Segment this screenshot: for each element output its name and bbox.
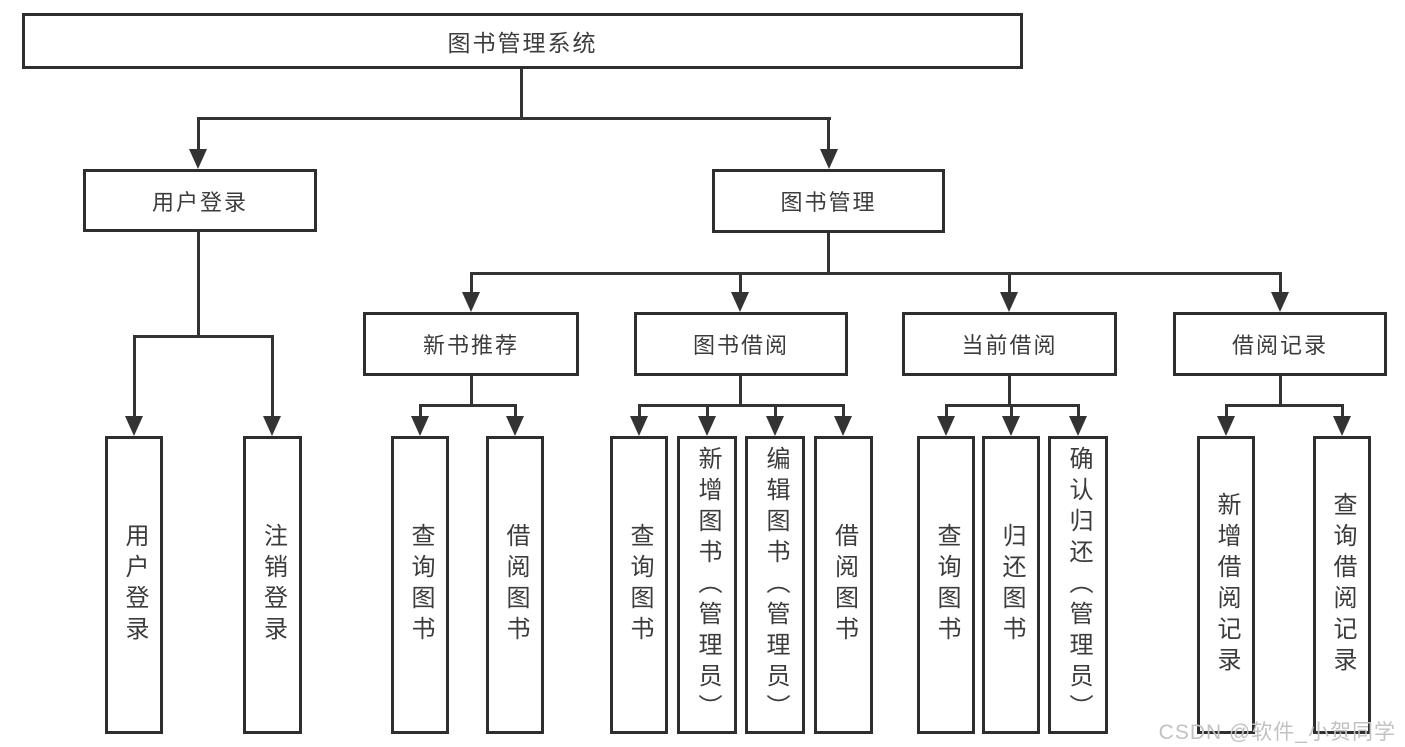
leaf-label: 注销登录 bbox=[259, 523, 287, 647]
node-book-borrowing: 图书借阅 bbox=[634, 312, 848, 376]
watermark: CSDN @软件_小贺同学 bbox=[1158, 721, 1396, 744]
leaf-label: 编辑图书（管理员） bbox=[762, 445, 789, 725]
leaf-label: 借阅图书 bbox=[502, 523, 529, 647]
arrowhead-down-icon bbox=[1333, 416, 1351, 436]
connector-drop bbox=[945, 404, 948, 418]
leaf-query-borrow-record: 查询借阅记录 bbox=[1313, 436, 1371, 734]
connector-drop bbox=[514, 404, 517, 418]
arrowhead-down-icon bbox=[834, 416, 852, 436]
leaf-label: 新增借阅记录 bbox=[1213, 492, 1240, 678]
leaf-label: 查询图书 bbox=[626, 523, 653, 647]
arrowhead-down-icon bbox=[125, 416, 143, 436]
leaf-logout: 注销登录 bbox=[243, 436, 302, 734]
arrowhead-down-icon bbox=[462, 292, 480, 312]
node-user-login: 用户登录 bbox=[83, 169, 317, 232]
connector-drop bbox=[419, 404, 422, 418]
connector-rail bbox=[419, 404, 517, 407]
leaf-label: 归还图书 bbox=[998, 523, 1025, 647]
connector-rail bbox=[470, 272, 1281, 275]
connector-drop bbox=[197, 117, 200, 151]
node-new-book-recommend: 新书推荐 bbox=[363, 312, 579, 376]
leaf-user-login: 用户登录 bbox=[105, 436, 163, 734]
leaf-edit-book-admin: 编辑图书（管理员） bbox=[745, 436, 805, 734]
connector-rail bbox=[197, 117, 831, 120]
leaf-label: 查询借阅记录 bbox=[1329, 492, 1356, 678]
connector-drop bbox=[1077, 404, 1080, 418]
arrowhead-down-icon bbox=[189, 149, 207, 169]
connector-drop bbox=[1279, 272, 1282, 294]
connector-drop bbox=[1008, 272, 1011, 294]
arrowhead-down-icon bbox=[1002, 416, 1020, 436]
connector-drop bbox=[1010, 404, 1013, 418]
leaf-label: 确认归还（管理员） bbox=[1065, 445, 1092, 725]
connector-drop bbox=[133, 335, 136, 418]
arrowhead-down-icon bbox=[731, 292, 749, 312]
leaf-label: 查询图书 bbox=[407, 523, 434, 647]
connector-stem bbox=[470, 376, 473, 406]
arrowhead-down-icon bbox=[698, 416, 716, 436]
leaf-label: 借阅图书 bbox=[830, 523, 858, 647]
connector-stem bbox=[1008, 376, 1011, 406]
arrowhead-down-icon bbox=[1069, 416, 1087, 436]
leaf-label: 查询图书 bbox=[933, 523, 960, 647]
connector-drop bbox=[827, 117, 830, 151]
connector-drop bbox=[638, 404, 641, 418]
arrowhead-down-icon bbox=[820, 149, 838, 169]
leaf-label: 新增图书（管理员） bbox=[694, 445, 721, 725]
arrowhead-down-icon bbox=[263, 416, 281, 436]
leaf-add-borrow-record: 新增借阅记录 bbox=[1197, 436, 1255, 734]
connector-drop bbox=[706, 404, 709, 418]
connector-drop bbox=[774, 404, 777, 418]
leaf-confirm-return-admin: 确认归还（管理员） bbox=[1048, 436, 1108, 734]
leaf-borrow-books-borrowing: 借阅图书 bbox=[814, 436, 873, 734]
connector-stem bbox=[1279, 376, 1282, 406]
node-book-management: 图书管理 bbox=[712, 169, 945, 233]
leaf-return-books: 归还图书 bbox=[982, 436, 1040, 734]
leaf-borrow-books-recommend: 借阅图书 bbox=[486, 436, 544, 734]
connector-stem bbox=[739, 376, 742, 406]
node-current-borrowing: 当前借阅 bbox=[902, 312, 1117, 376]
arrowhead-down-icon bbox=[937, 416, 955, 436]
leaf-query-books-recommend: 查询图书 bbox=[391, 436, 449, 734]
arrowhead-down-icon bbox=[1000, 292, 1018, 312]
connector-stem bbox=[197, 231, 200, 336]
connector-drop bbox=[470, 272, 473, 294]
connector-stem bbox=[520, 69, 523, 119]
connector-drop bbox=[739, 272, 742, 294]
connector-rail bbox=[1225, 404, 1343, 407]
connector-drop bbox=[842, 404, 845, 418]
connector-rail bbox=[638, 404, 845, 407]
arrowhead-down-icon bbox=[411, 416, 429, 436]
connector-drop bbox=[271, 335, 274, 418]
arrowhead-down-icon bbox=[1271, 292, 1289, 312]
connector-drop bbox=[1341, 404, 1344, 418]
connector-rail bbox=[133, 335, 274, 338]
arrowhead-down-icon bbox=[766, 416, 784, 436]
leaf-query-books-current: 查询图书 bbox=[917, 436, 975, 734]
node-borrowing-records: 借阅记录 bbox=[1173, 312, 1387, 376]
arrowhead-down-icon bbox=[506, 416, 524, 436]
leaf-label: 用户登录 bbox=[121, 523, 148, 647]
node-root: 图书管理系统 bbox=[22, 13, 1023, 69]
arrowhead-down-icon bbox=[630, 416, 648, 436]
leaf-add-book-admin: 新增图书（管理员） bbox=[677, 436, 737, 734]
arrowhead-down-icon bbox=[1217, 416, 1235, 436]
connector-drop bbox=[1225, 404, 1228, 418]
leaf-query-books-borrowing: 查询图书 bbox=[610, 436, 668, 734]
connector-stem bbox=[827, 233, 830, 275]
